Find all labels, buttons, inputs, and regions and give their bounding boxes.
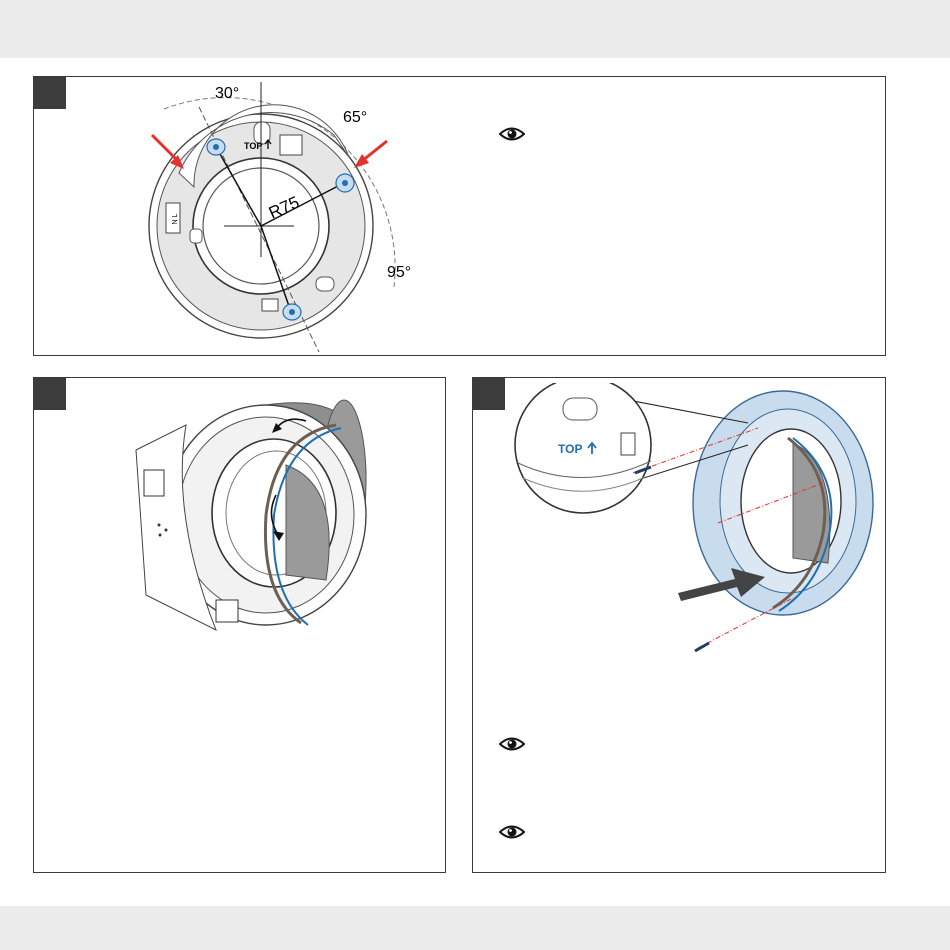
- zoom-connector: [621, 433, 635, 455]
- eye-icon: [499, 124, 525, 144]
- top-band: [0, 0, 950, 58]
- base-slot-bottom-right: [316, 277, 334, 291]
- connector-top: [280, 135, 302, 155]
- eye-icon-3a: [499, 734, 525, 754]
- connector-block-bottom: [216, 600, 238, 622]
- step-1-drawing: N L TOP 30° 65° 95° R75: [104, 77, 464, 357]
- base-slot-left: [190, 229, 202, 243]
- screw-hole-1: [207, 139, 225, 155]
- step-3-drawing: TOP: [503, 383, 883, 663]
- screw-2-icon: [695, 643, 709, 651]
- connector-block-top: [144, 470, 164, 496]
- bottom-band: [0, 906, 950, 950]
- screw-hole-2: [336, 174, 354, 192]
- step-1-badge: [34, 77, 66, 109]
- angle-95-label: 95°: [387, 264, 411, 281]
- angle-65-label: 65°: [343, 109, 367, 126]
- step-2-drawing: [126, 395, 386, 645]
- zoom-top-label: TOP: [558, 442, 582, 456]
- step-2-panel: [33, 377, 446, 873]
- step-1-panel: N L TOP 30° 65° 95° R75: [33, 76, 886, 356]
- screw-hole-3: [283, 304, 301, 320]
- top-mark-label: TOP: [244, 141, 262, 151]
- step-3-badge: [473, 378, 505, 410]
- angle-30-label: 30°: [215, 85, 239, 102]
- terminal-label: N L: [172, 213, 179, 224]
- connector-bottom: [262, 299, 278, 311]
- step-3-panel: TOP: [472, 377, 886, 873]
- eye-icon-3b: [499, 822, 525, 842]
- step-2-badge: [34, 378, 66, 410]
- zoom-slot: [563, 398, 597, 420]
- red-arrow-right-icon: [354, 141, 387, 168]
